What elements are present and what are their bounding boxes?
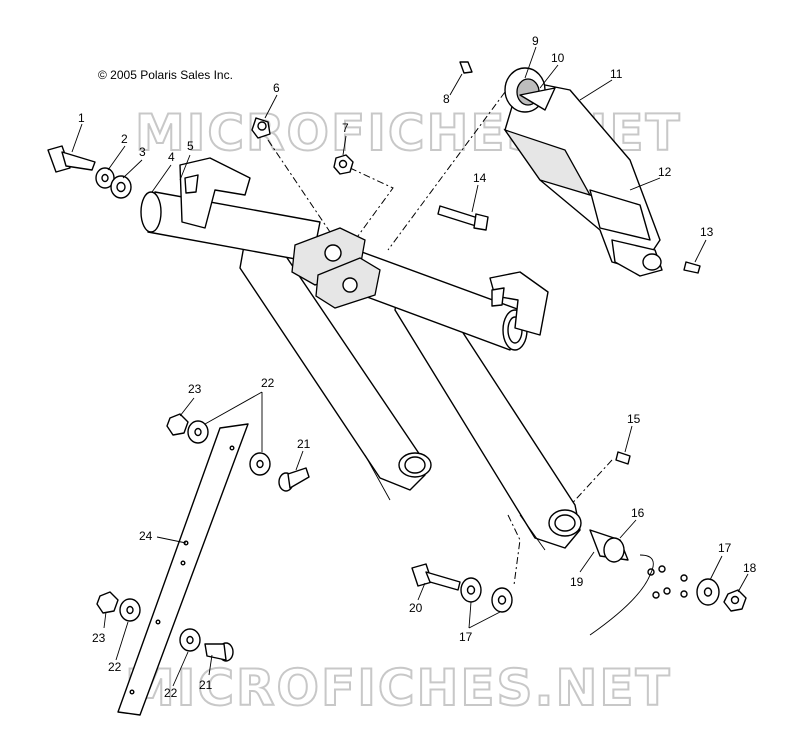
- bolt-21-bottom: [204, 642, 234, 662]
- callout-17-bottom: 17: [459, 630, 473, 644]
- strap-24: [117, 423, 249, 716]
- callout-24: 24: [139, 529, 153, 543]
- washer-17-bottom: [460, 577, 513, 613]
- callout-22-mid: 22: [108, 660, 122, 674]
- callout-labels: 1 2 3 4 5 6 7 8 9 10 11 12 13 14 15 16 1…: [78, 34, 757, 700]
- callout-19: 19: [570, 575, 584, 589]
- callout-21-top: 21: [297, 437, 311, 451]
- callout-6: 6: [273, 81, 280, 95]
- callout-21-bottom: 21: [199, 678, 213, 692]
- washer-22-a: [187, 420, 209, 444]
- bolt-20: [411, 563, 461, 591]
- callout-9: 9: [532, 34, 539, 48]
- copyright-text: © 2005 Polaris Sales Inc.: [98, 68, 233, 82]
- bolt-21-top: [278, 467, 310, 492]
- callout-11: 11: [610, 67, 623, 81]
- grease-fitting-15: [615, 451, 631, 465]
- nut-7: [333, 154, 354, 175]
- bolt-14: [437, 205, 489, 231]
- washer-2: [95, 167, 115, 189]
- swing-arm: [140, 157, 582, 551]
- shock-absorber: [503, 67, 663, 277]
- pin-13: [683, 261, 701, 274]
- callout-22-bottom: 22: [164, 686, 178, 700]
- leader-lines: [71, 46, 749, 687]
- callout-18: 18: [743, 561, 757, 575]
- washer-22-d: [179, 628, 201, 652]
- pin-8: [459, 61, 473, 74]
- callout-23-top: 23: [188, 382, 202, 396]
- callout-3: 3: [139, 145, 146, 159]
- nut-23-top: [166, 413, 189, 436]
- callout-16: 16: [631, 506, 645, 520]
- callout-14: 14: [473, 171, 487, 185]
- callout-1: 1: [78, 111, 85, 125]
- callout-5: 5: [187, 139, 194, 153]
- washer-17-right: [696, 578, 720, 606]
- callout-10: 10: [551, 51, 565, 65]
- callout-20: 20: [409, 601, 423, 615]
- shield-curve: [589, 554, 654, 636]
- callout-4: 4: [168, 150, 175, 164]
- callout-23-bottom: 23: [92, 631, 106, 645]
- watermark-bottom: MICROFICHES.NET: [125, 659, 672, 717]
- callout-8: 8: [443, 92, 450, 106]
- callout-12: 12: [658, 165, 672, 179]
- bushing-16: [589, 529, 629, 563]
- washer-22-c: [119, 598, 141, 622]
- callout-15: 15: [627, 412, 641, 426]
- nut-18: [723, 589, 747, 612]
- washer-22-b: [249, 452, 271, 476]
- callout-17-right: 17: [718, 541, 732, 555]
- callout-13: 13: [700, 225, 714, 239]
- small-spacers: [647, 565, 688, 599]
- callout-22-top: 22: [261, 376, 275, 390]
- callout-2: 2: [121, 132, 128, 146]
- nut-23-bottom: [96, 591, 119, 614]
- washer-3: [110, 175, 132, 199]
- grease-fitting-6: [251, 117, 271, 139]
- callout-7: 7: [342, 121, 349, 135]
- bolt-1: [47, 145, 96, 173]
